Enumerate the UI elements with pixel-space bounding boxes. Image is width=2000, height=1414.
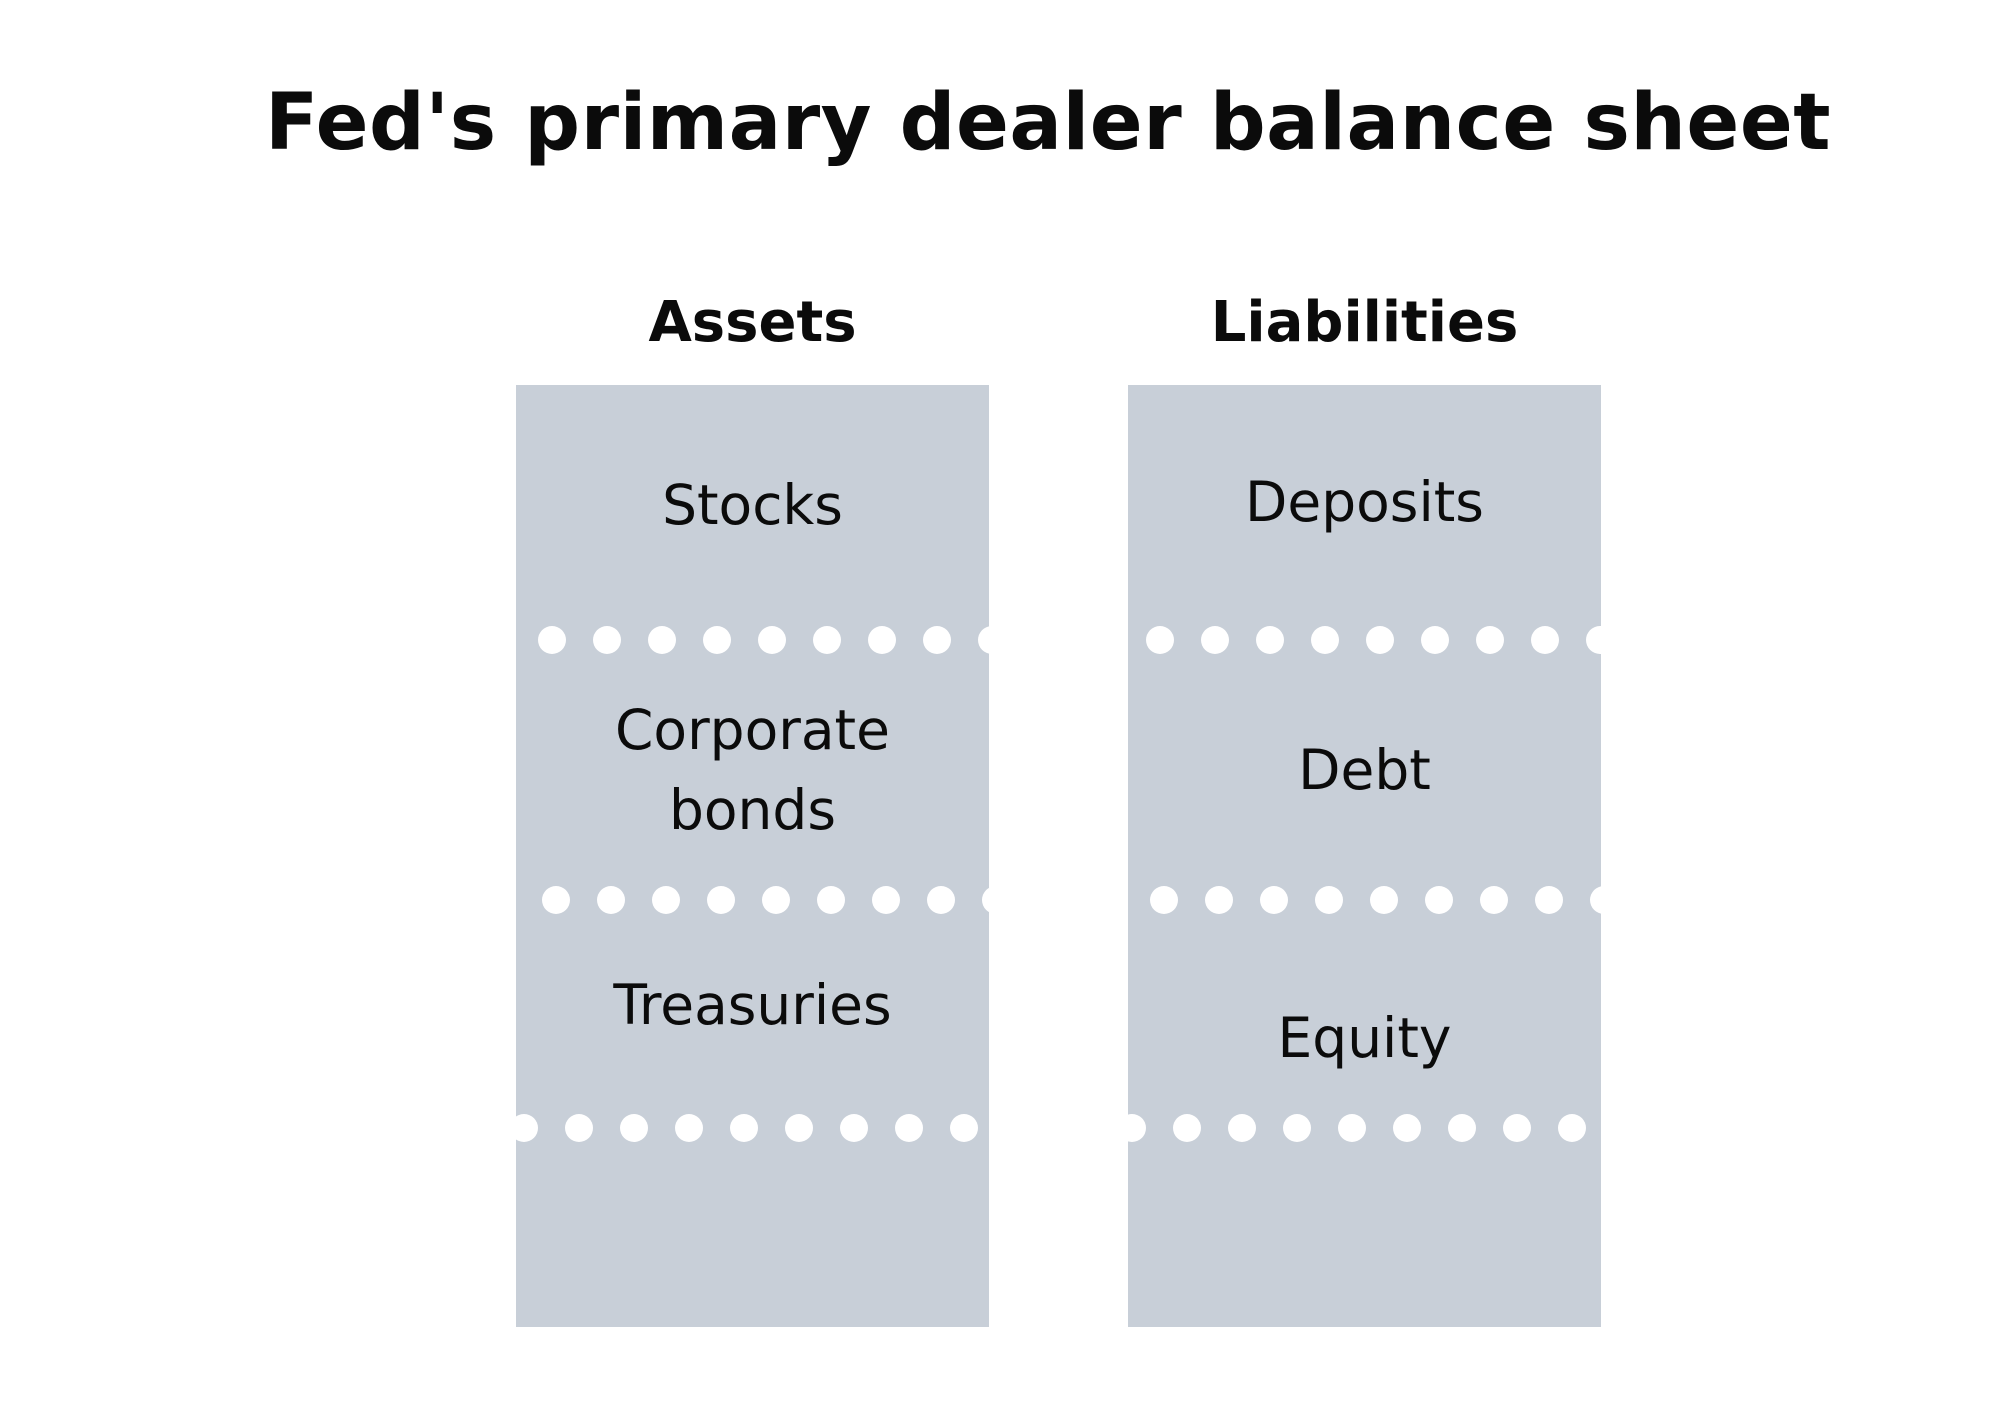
separator-dots — [516, 1114, 978, 1142]
liabilities-panel: Deposits Debt Equity — [1128, 385, 1601, 1327]
separator-dots — [538, 626, 989, 654]
asset-item-stocks: Stocks — [662, 473, 843, 537]
separator-dots — [1128, 1114, 1586, 1142]
assets-heading: Assets — [648, 290, 857, 355]
assets-panel: Stocks Corporate bonds Treasuries — [516, 385, 989, 1327]
diagram-title: Fed's primary dealer balance sheet — [264, 78, 1832, 168]
liability-item-equity: Equity — [1277, 1006, 1452, 1070]
separator-dots — [1150, 886, 1601, 914]
liability-item-debt: Debt — [1298, 738, 1431, 802]
liability-item-deposits: Deposits — [1245, 470, 1484, 534]
separator-dots — [1146, 626, 1601, 654]
liabilities-heading: Liabilities — [1210, 290, 1519, 355]
asset-item-treasuries: Treasuries — [613, 973, 892, 1037]
asset-item-corporate-bonds: Corporate bonds — [615, 698, 890, 842]
separator-dots — [542, 886, 989, 914]
